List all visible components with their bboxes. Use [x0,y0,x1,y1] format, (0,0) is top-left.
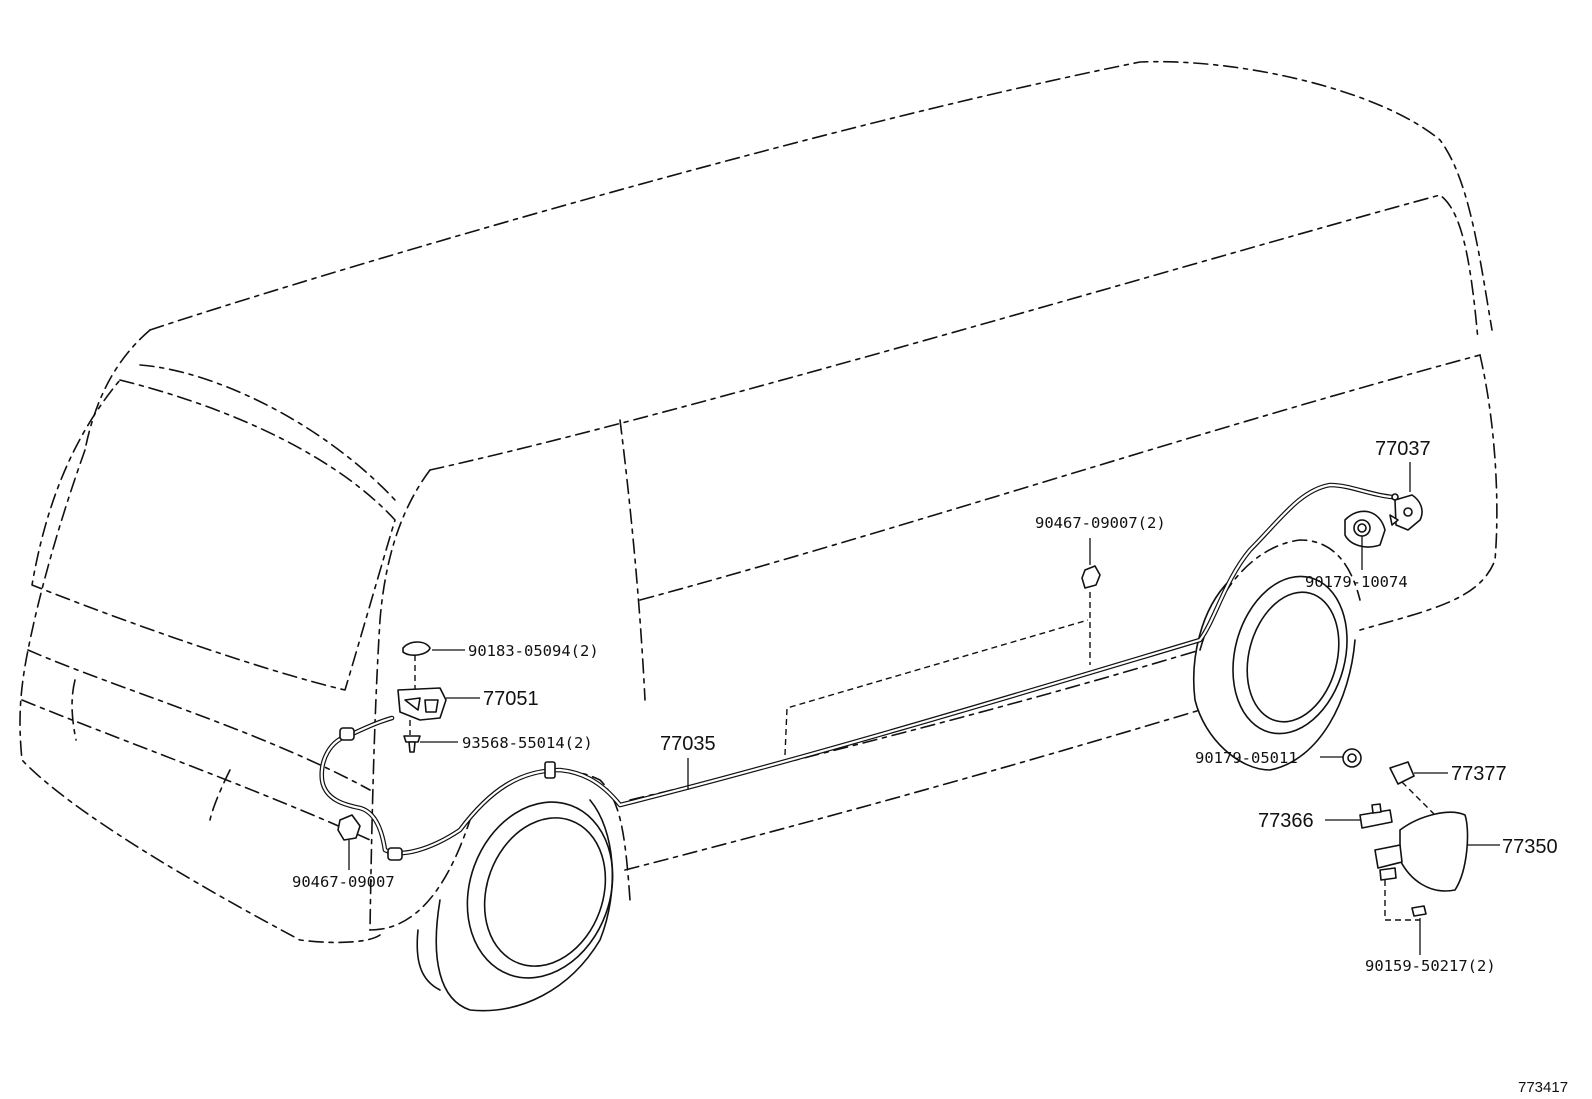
part-90183-05094-shape [402,641,431,657]
part-77366-shape [1359,803,1393,829]
reference-lines [409,592,1441,921]
diagram-id: 773417 [1518,1079,1568,1096]
rear-wheel [1192,575,1356,771]
label-90183-05094: 90183-05094(2) [468,642,599,660]
part-90179-10074-shape [1344,510,1386,548]
leader-lines [348,462,1500,955]
part-90179-05011-shape [1342,748,1362,768]
release-cable [319,482,1399,861]
label-90467-09007-2: 90467-09007(2) [1035,514,1166,532]
front-wheel [416,799,614,1012]
label-90159-50217: 90159-50217(2) [1365,957,1496,975]
label-90179-10074: 90179-10074 [1305,573,1408,591]
label-77051: 77051 [483,688,539,710]
part-90159-50217-shape [1411,905,1427,917]
part-93568-55014-shape [403,735,421,753]
label-77350: 77350 [1502,836,1558,858]
label-77377: 77377 [1451,763,1507,785]
label-77035: 77035 [660,733,716,755]
label-90179-05011: 90179-05011 [1195,749,1298,767]
part-90467-09007-shape [337,814,361,841]
part-77377-shape [1389,761,1415,785]
label-77366: 77366 [1258,810,1314,832]
label-77037: 77037 [1375,438,1431,460]
van-body-outline [19,60,1498,944]
label-90467-09007: 90467-09007 [292,873,395,891]
label-93568-55014: 93568-55014(2) [462,734,593,752]
part-90467-09007-2-shape [1081,565,1101,589]
part-77037-shape [1389,494,1423,531]
part-77350-shape [1374,811,1469,892]
part-77051-shape [397,687,447,721]
